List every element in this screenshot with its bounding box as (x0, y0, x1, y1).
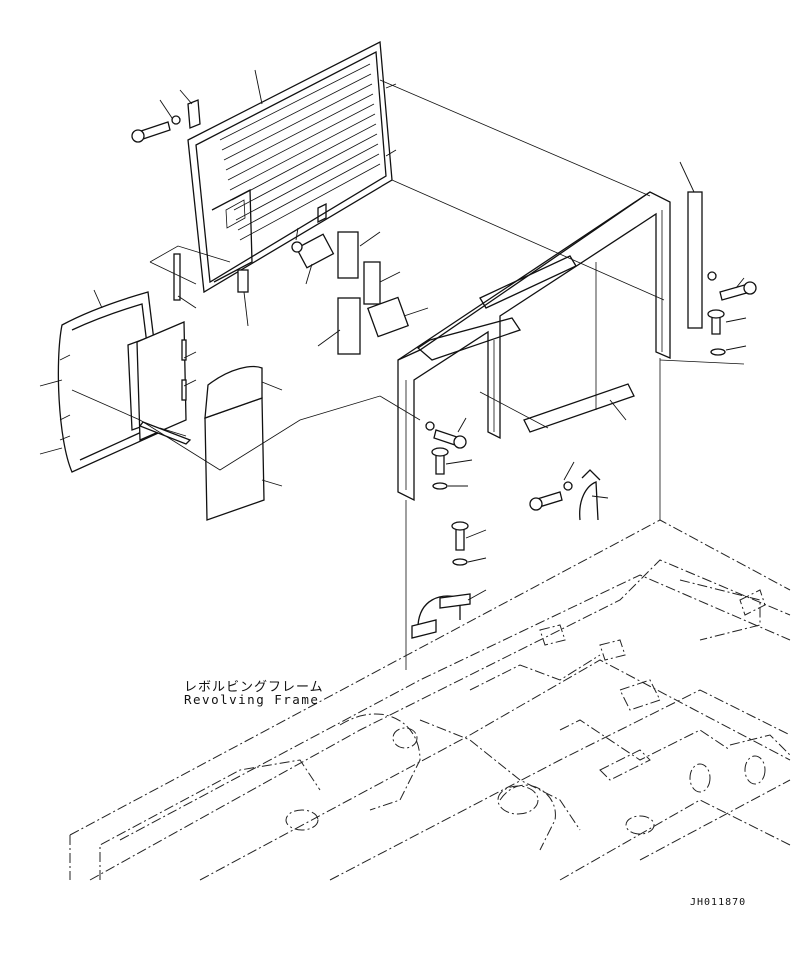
revolving-frame-label-jp: レボルビングフレーム (184, 680, 324, 695)
side-door (57, 291, 166, 473)
radiator-grille (187, 40, 393, 294)
seal-pads (136, 231, 409, 521)
revolving-frame-label-en: Revolving Frame (184, 692, 320, 707)
drawing-code: JH011870 (690, 897, 747, 908)
support-frame (397, 191, 703, 502)
revolving-frame (69, 519, 791, 881)
reference-lines (71, 79, 745, 670)
bolts-and-handles (131, 99, 757, 639)
leader-lines (39, 69, 747, 601)
